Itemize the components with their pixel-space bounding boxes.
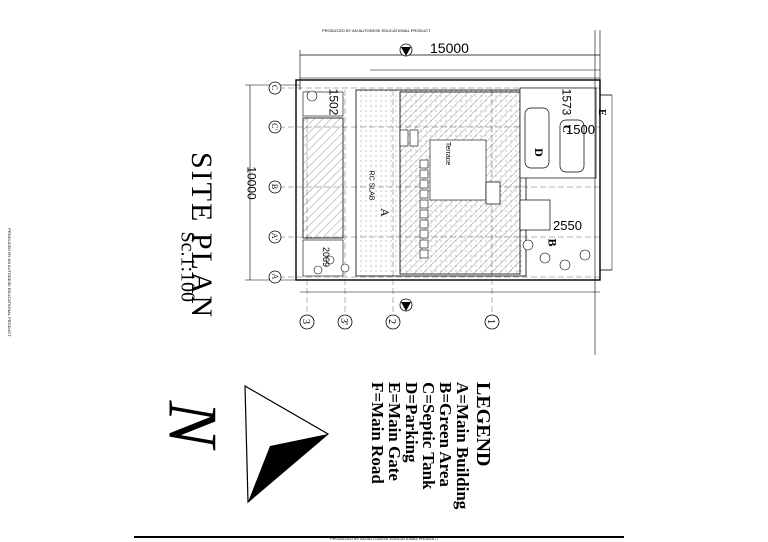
parking-area xyxy=(485,87,597,231)
grid-col-label-3-prime: 3' xyxy=(337,318,349,325)
grid-col-label-3: 3 xyxy=(300,319,311,324)
zone-label-a: A xyxy=(377,208,392,217)
dimension-left-overall: 10000 xyxy=(244,166,259,200)
grid-col-markers xyxy=(299,90,600,330)
watermark-bottom: PRODUCED BY AN AUTODESK EDUCATIONAL PROD… xyxy=(330,536,439,541)
grid-row-label-a-prime: A' xyxy=(270,232,280,241)
grid-row-label-a: A xyxy=(270,273,280,280)
grid-row-label-b: B xyxy=(270,183,280,190)
dimension-1502: 1502 xyxy=(326,88,341,116)
legend-item-a: A=Main Building xyxy=(453,382,472,510)
bottom-frame-line xyxy=(134,536,624,538)
dimension-1573: 1573 xyxy=(559,88,574,116)
legend-heading: LEGEND xyxy=(472,382,494,467)
site-boundary xyxy=(295,79,601,281)
grid-col-label-1: 1 xyxy=(485,319,496,324)
watermark-top: PRODUCED BY AN AUTODESK EDUCATIONAL PROD… xyxy=(322,28,431,33)
staircase xyxy=(399,129,429,259)
scale-note: Sc.1:100 xyxy=(176,231,199,303)
legend-item-d: D=Parking xyxy=(402,382,421,463)
zone-label-c: C xyxy=(559,125,572,133)
grid-row-label-c-prime: C' xyxy=(269,123,279,130)
legend-item-e: E=Main Gate xyxy=(385,382,404,481)
zone-label-e: E xyxy=(595,109,607,116)
dimension-1500: 1500 xyxy=(566,122,595,137)
legend-item-c: C=Septic Tank xyxy=(419,382,438,490)
north-arrow-icon xyxy=(244,384,330,504)
north-symbol: N xyxy=(153,400,231,448)
dimension-2550: 2550 xyxy=(553,218,582,233)
top-dimension xyxy=(299,30,601,90)
zone-label-d: D xyxy=(531,148,546,157)
terrace-label: Terrace xyxy=(444,141,452,166)
dimension-2009: 2009 xyxy=(321,246,332,268)
legend-item-b: B=Green Area xyxy=(436,382,455,487)
grid-col-label-2: 2 xyxy=(386,319,397,324)
rc-slab-label: RC SLAB xyxy=(367,170,375,201)
dimension-top-overall: 15000 xyxy=(430,40,469,56)
zone-label-b: B xyxy=(545,238,560,247)
grid-row-label-c: C xyxy=(270,84,280,91)
legend-item-f: F=Main Road xyxy=(368,382,387,484)
legend: LEGEND A=Main Building B=Green Area C=Se… xyxy=(368,382,494,510)
